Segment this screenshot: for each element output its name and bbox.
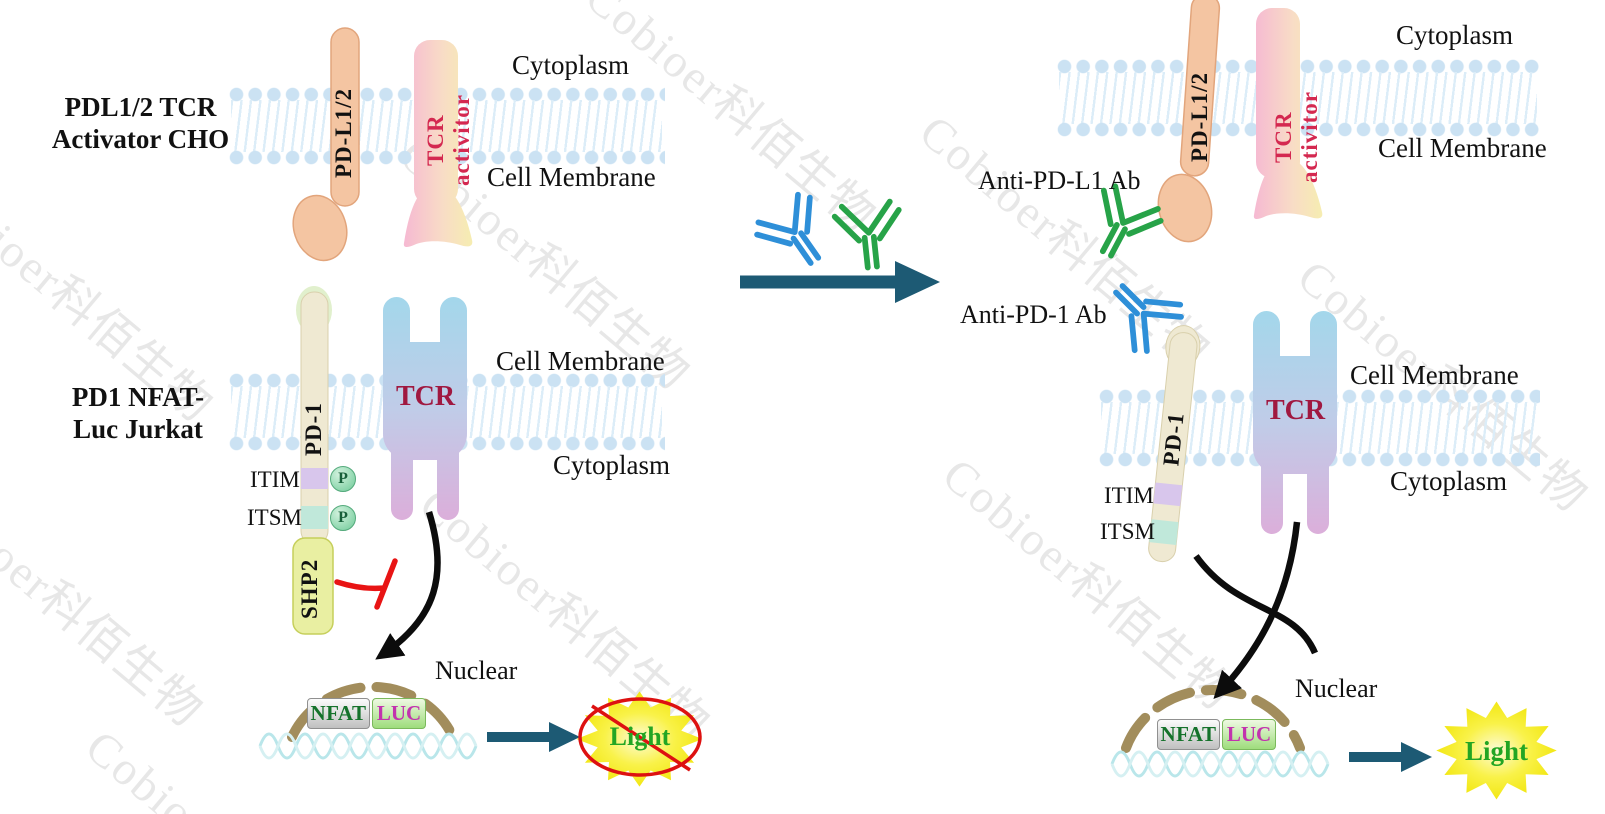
nfat-gene-box: NFAT: [1157, 719, 1220, 750]
nuclear-label: Nuclear: [435, 656, 518, 685]
cell-line-label-cho: PDL1/2 TCR Activator CHO: [51, 92, 230, 154]
pdl12-protein-left: [292, 27, 360, 262]
tcr-activator-protein-right: [1253, 8, 1323, 220]
itsm-motif-left: [301, 506, 328, 529]
itim-label: ITIM: [250, 467, 300, 492]
luc-gene-box: LUC: [1222, 719, 1276, 750]
itim-motif-right: [1153, 482, 1183, 507]
anti-pd1-ab-label: Anti-PD-1 Ab: [960, 300, 1107, 329]
cytoplasm-label: Cytoplasm: [1396, 20, 1514, 50]
pdl12-protein-right: [1157, 0, 1221, 243]
anti-pdl1-ab-label: Anti-PD-L1 Ab: [978, 166, 1141, 195]
itsm-motif-right: [1149, 519, 1179, 545]
pd1-protein-left: [296, 286, 332, 545]
pdl12-label: PD-L1/2: [331, 87, 356, 178]
shp2-label: SHP2: [297, 558, 322, 620]
tcr-label: TCR: [396, 381, 456, 412]
light-label-active: Light: [1464, 736, 1529, 766]
output-arrow-left: [487, 722, 580, 752]
cell-membrane-label: Cell Membrane: [1350, 360, 1519, 390]
phospho-badge: P: [330, 466, 356, 492]
tcr-activator-label: TCR activitor: [1271, 91, 1322, 184]
dna-strand-right: [1110, 750, 1330, 778]
tcr-signal-arrow-right: [1213, 521, 1301, 699]
no-light-prohibition-icon: [578, 697, 702, 777]
cell-membrane-label: Cell Membrane: [1378, 133, 1547, 163]
cell-membrane-label: Cell Membrane: [487, 162, 656, 192]
cytoplasm-label: Cytoplasm: [512, 50, 630, 80]
anti-pd1-antibody-icon-mid: [752, 190, 841, 279]
phospho-badge: P: [330, 505, 356, 531]
pd1-label: PD-1: [301, 402, 326, 457]
cell-membrane-label: Cell Membrane: [496, 346, 665, 376]
dna-strand-left: [258, 732, 478, 760]
itsm-label: ITSM: [247, 505, 302, 530]
itim-label: ITIM: [1104, 483, 1154, 508]
tcr-activator-label: TCR activitor: [423, 94, 474, 187]
tcr-signal-arrow-left: [375, 511, 441, 660]
pd1-protein-right: [1148, 325, 1201, 563]
light-label-blocked: Light: [609, 722, 671, 751]
pd1-signal-curve-right: [1193, 554, 1318, 655]
pdl12-label: PD-L1/2: [1187, 71, 1212, 163]
tcr-protein-right: [1253, 311, 1337, 534]
output-arrow-right: [1349, 742, 1432, 772]
luc-gene-box: LUC: [372, 698, 426, 729]
cytoplasm-label: Cytoplasm: [553, 450, 671, 480]
tcr-label: TCR: [1266, 395, 1326, 426]
cytoplasm-label: Cytoplasm: [1390, 466, 1508, 496]
treatment-arrow: [740, 261, 940, 303]
itsm-label: ITSM: [1100, 519, 1155, 544]
nuclear-envelope-right: [1121, 685, 1305, 753]
shp2-inhibition-tbar: [334, 558, 398, 610]
itim-motif-left: [301, 468, 328, 489]
cell-line-label-jurkat: PD1 NFAT- Luc Jurkat: [71, 382, 205, 444]
anti-pdl1-antibody-icon-mid: [834, 201, 905, 271]
nuclear-label: Nuclear: [1295, 674, 1378, 703]
tcr-activator-protein-left: [403, 40, 473, 248]
tcr-protein-left: [383, 297, 467, 520]
nfat-gene-box: NFAT: [307, 698, 370, 729]
shp2-protein-left: [292, 537, 334, 635]
